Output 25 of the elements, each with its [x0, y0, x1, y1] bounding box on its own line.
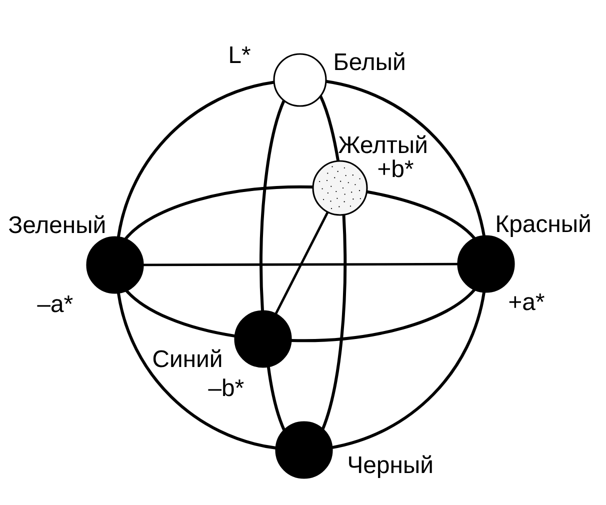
sphere-outline-arc: [326, 80, 486, 236]
meridian-arc: [266, 366, 286, 431]
sphere-outline-arc: [332, 292, 486, 450]
axis-label: L*: [230, 46, 250, 63]
pole-label: Черный: [349, 455, 432, 478]
meridian-arc: [319, 95, 340, 162]
equator-arc: [124, 185, 314, 240]
axis-label: +a*: [509, 294, 544, 310]
pole-label: Синий: [153, 349, 222, 368]
pole-label: Красный: [497, 214, 590, 237]
sphere-outline-arc: [116, 292, 276, 450]
equator-arc: [366, 190, 476, 240]
axis-label: +b*: [378, 160, 414, 178]
pole-label: Зеленый: [9, 215, 104, 234]
equator-arc: [125, 290, 236, 338]
axis-label: –a*: [37, 296, 73, 312]
equator-arc: [290, 288, 476, 342]
sphere-outline-arc: [116, 80, 274, 238]
axis-label: –b*: [208, 378, 244, 396]
axis-line: [143, 262, 458, 266]
meridian-arc: [321, 214, 347, 430]
axis-line: [274, 212, 329, 315]
meridian-arc: [260, 100, 286, 312]
pole-label: Желтый: [338, 135, 426, 154]
pole-label: Белый: [335, 52, 404, 70]
